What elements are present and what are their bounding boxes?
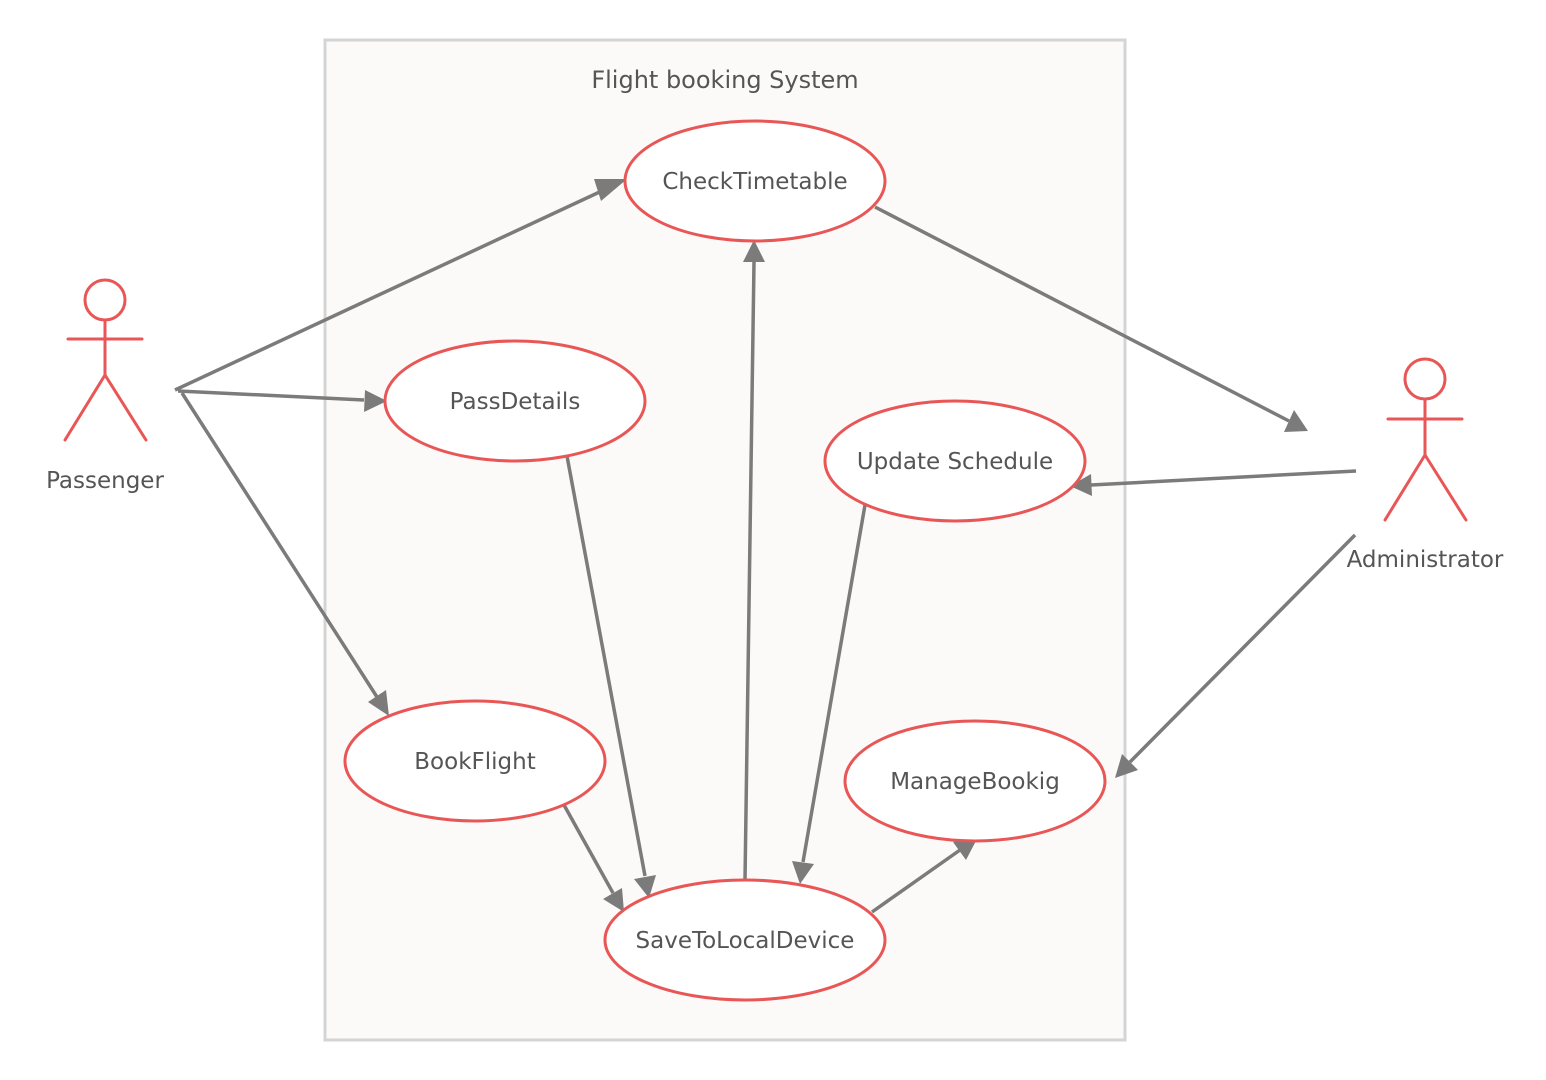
system-title: Flight booking System bbox=[591, 66, 858, 94]
use-case-label: Update Schedule bbox=[857, 449, 1053, 475]
connector-administrator-managebooking bbox=[1115, 533, 1357, 778]
actor-administrator[interactable]: Administrator bbox=[1347, 357, 1504, 573]
use-case-label: CheckTimetable bbox=[662, 169, 847, 195]
connectors bbox=[174, 179, 1357, 914]
use-case-updateschedule[interactable]: Update Schedule bbox=[823, 399, 1087, 523]
actor-label: Administrator bbox=[1347, 547, 1504, 573]
use-case-label: PassDetails bbox=[450, 389, 581, 415]
connector-passenger-passdetails bbox=[177, 389, 387, 412]
stick-figure-icon bbox=[63, 278, 148, 442]
use-case-bookflight[interactable]: BookFlight bbox=[343, 699, 607, 823]
use-case-savetolocaldevice[interactable]: SaveToLocalDevice bbox=[603, 878, 887, 1002]
connector-passenger-checktimetable bbox=[174, 179, 627, 392]
connector-administrator-updateschedule bbox=[1070, 469, 1357, 496]
stick-figure-icon bbox=[1383, 357, 1468, 522]
actor-passenger[interactable]: Passenger bbox=[46, 278, 164, 494]
use-case-passdetails[interactable]: PassDetails bbox=[383, 339, 647, 463]
connector-savetolocaldevice-checktimetable bbox=[743, 240, 765, 881]
use-case-label: ManageBookig bbox=[890, 769, 1060, 795]
use-case-managebooking[interactable]: ManageBookig bbox=[843, 719, 1107, 843]
actor-label: Passenger bbox=[46, 468, 164, 494]
connector-updateschedule-savetolocaldevice bbox=[792, 504, 867, 884]
use-case-label: SaveToLocalDevice bbox=[636, 928, 855, 954]
use-case-checktimetable[interactable]: CheckTimetable bbox=[623, 119, 887, 243]
connector-bookflight-savetolocaldevice bbox=[562, 804, 624, 912]
use-case-label: BookFlight bbox=[414, 749, 535, 775]
connector-savetolocaldevice-managebooking bbox=[870, 837, 978, 914]
connector-passdetails-savetolocaldevice bbox=[565, 455, 656, 898]
connector-checktimetable-administrator bbox=[874, 205, 1308, 432]
connector-passenger-bookflight bbox=[180, 392, 389, 716]
